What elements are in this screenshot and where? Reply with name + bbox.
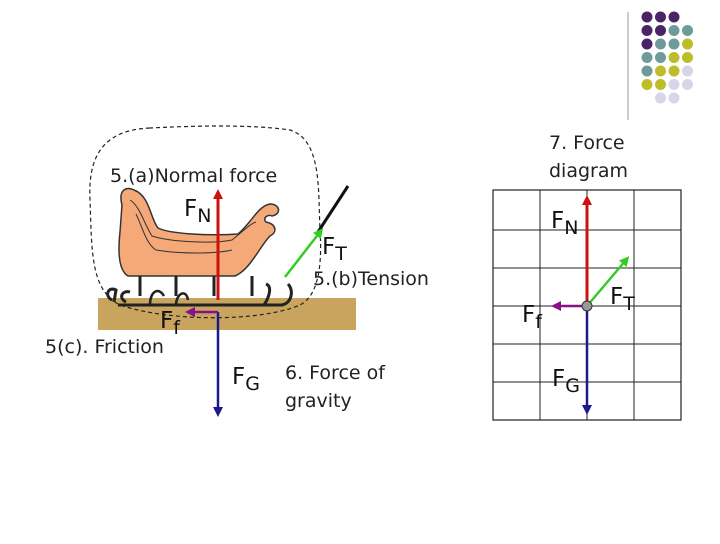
gravity-force-subscript: G: [245, 373, 260, 395]
diagram-tension-letter: F: [610, 284, 624, 310]
decorative-dot: [641, 11, 653, 23]
friction-force-subscript: f: [173, 317, 180, 339]
gravity-caption-line1: 6. Force of: [285, 362, 385, 384]
tension-force-arrow: [284, 228, 324, 278]
decorative-dot: [655, 92, 666, 104]
normal-force-subscript: N: [197, 205, 212, 227]
decorative-dot: [682, 25, 693, 36]
normal-force-letter: F: [184, 196, 198, 222]
friction-force-label: Ff: [160, 310, 180, 338]
decorative-dot: [668, 25, 680, 36]
decorative-dot: [682, 65, 693, 77]
decorative-dot: [655, 65, 666, 77]
decorative-dot-grid: [641, 11, 693, 104]
decorative-dot: [668, 65, 680, 77]
decorative-dot: [668, 79, 680, 90]
decorative-dot: [668, 52, 680, 63]
diagram-tension-subscript: T: [623, 293, 635, 315]
decorative-dot: [668, 11, 680, 23]
diagram-caption-line1: 7. Force: [549, 132, 625, 154]
tension-force-letter: F: [322, 234, 336, 260]
gravity-force-label: FG: [232, 366, 260, 394]
diagram-tension-arrow: [586, 256, 630, 307]
diagram-tension-label: FT: [610, 286, 635, 314]
decorative-dot: [641, 25, 653, 36]
diagram-origin-point: [581, 300, 593, 312]
system-boundary: [89, 125, 322, 319]
diagram-gravity-letter: F: [552, 366, 566, 392]
decorative-dot: [682, 79, 693, 90]
diagram-caption-line2: diagram: [549, 160, 629, 182]
decorative-dot: [655, 38, 666, 50]
decorative-dot: [641, 79, 653, 90]
diagram-friction-subscript: f: [535, 311, 542, 333]
diagram-normal-subscript: N: [564, 217, 579, 239]
decorative-dot: [655, 25, 666, 36]
decorative-dot: [641, 65, 653, 77]
decorative-dot: [655, 79, 666, 90]
decorative-dot: [682, 38, 693, 50]
diagram-gravity-label: FG: [552, 368, 580, 396]
tension-force-subscript: T: [335, 243, 347, 265]
ground-strip: [98, 298, 356, 330]
normal-force-caption: 5.(a)Normal force: [110, 165, 278, 187]
decorative-dot: [668, 92, 680, 104]
diagram-gravity-subscript: G: [565, 375, 580, 397]
gravity-caption-line2: gravity: [285, 390, 352, 412]
decorative-dot: [668, 38, 680, 50]
decorative-dot: [655, 52, 666, 63]
decorative-dot: [682, 52, 693, 63]
decorative-dot: [641, 52, 653, 63]
diagram-friction-letter: F: [522, 302, 536, 328]
friction-caption: 5(c). Friction: [45, 336, 164, 358]
friction-force-letter: F: [160, 308, 174, 334]
sleigh-illustration: [106, 187, 293, 307]
diagram-normal-label: FN: [551, 210, 578, 238]
decorative-dot: [655, 11, 666, 23]
tension-rope: [316, 185, 350, 233]
gravity-force-letter: F: [232, 364, 246, 390]
diagram-friction-label: Ff: [522, 304, 542, 332]
diagram-normal-letter: F: [551, 208, 565, 234]
tension-force-label: FT: [322, 236, 347, 264]
normal-force-label: FN: [184, 198, 211, 226]
decorative-dot: [641, 38, 653, 50]
tension-caption: 5.(b)Tension: [313, 268, 429, 290]
